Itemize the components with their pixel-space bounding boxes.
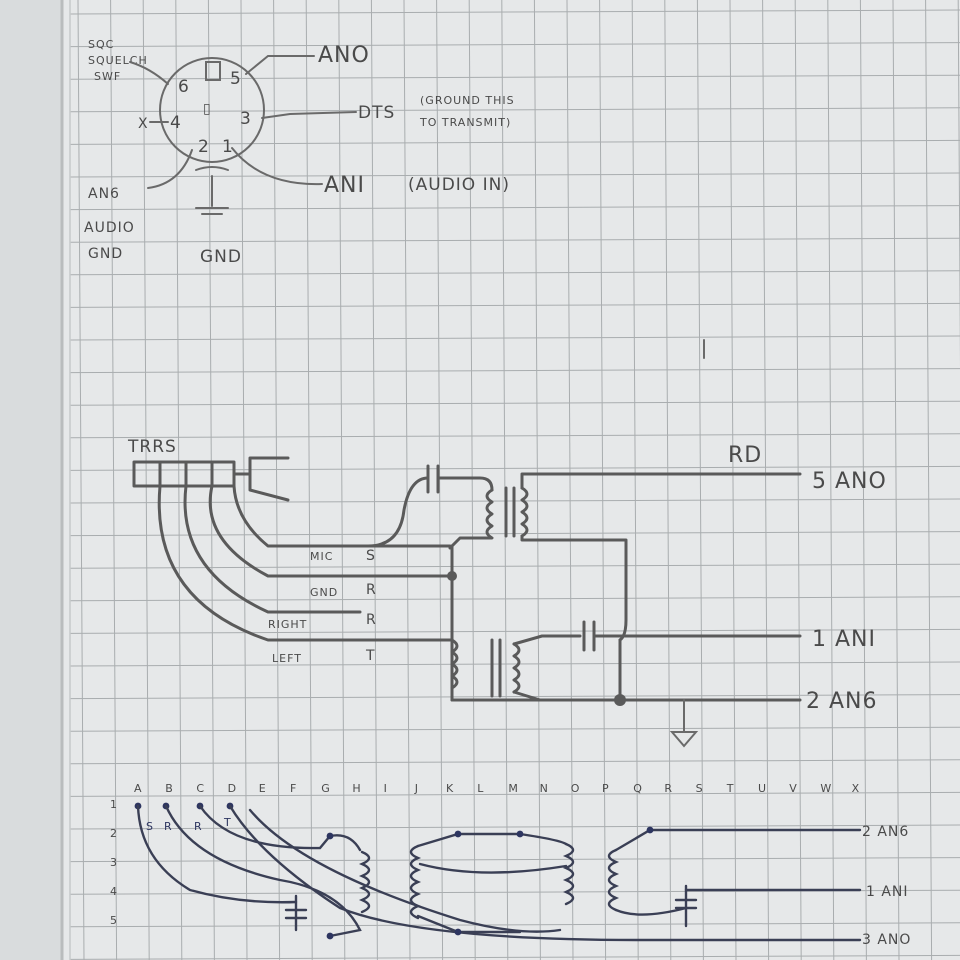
bb-column-o: O (571, 782, 581, 795)
wire-code-left: T (365, 648, 376, 664)
bb-column-n: N (540, 782, 549, 795)
trrs-label: TRRS (127, 437, 177, 457)
bb-column-b: B (165, 782, 174, 795)
wire-label-left: LEFT (272, 652, 302, 665)
bb-column-l: L (477, 782, 484, 795)
squelch-label-1: SQC (88, 38, 114, 51)
bb-plug-code-r1: R (164, 820, 173, 833)
breadboard-row-numbers: 1 2 3 4 5 (110, 798, 118, 927)
bb-plug-code-t: T (223, 816, 232, 829)
bb-column-v: V (789, 782, 798, 795)
ano-pin-label: ANO (318, 43, 370, 68)
wire-label-mic: MIC (310, 550, 333, 563)
bb-column-d: D (228, 782, 237, 795)
dts-pin-label: DTS (358, 103, 395, 123)
pin-2-label: 2 (198, 137, 210, 157)
bb-column-q: Q (633, 782, 643, 795)
bb-column-t: T (726, 782, 735, 795)
bb-column-h: H (352, 782, 361, 795)
bb-output-ano: 3 ANO (862, 932, 911, 948)
bb-column-c: C (196, 782, 205, 795)
wire-code-right: R (366, 612, 377, 628)
connector-pinout: ▯ 6 5 4 3 2 1 SQC SQUELCH SWF X ANO DTS … (84, 38, 515, 267)
breadboard-column-letters: A B C D E F G H I J K L M N O P Q R S T U V W X (134, 782, 861, 795)
an6-label-1: AN6 (88, 186, 120, 202)
wire-code-gnd: R (366, 582, 377, 598)
connector-key-symbol: ▯ (203, 101, 212, 117)
connector-key-notch (205, 61, 221, 81)
gnd-symbol-label: GND (200, 247, 242, 267)
ani-pin-note: (AUDIO IN) (408, 175, 510, 195)
dts-note-line2: TO TRANSMIT) (419, 116, 511, 129)
pin-6-label: 6 (178, 77, 190, 97)
trrs-schematic: TRRS MIC S GND R RIGHT R LEFT T (127, 437, 887, 748)
pin-3-label: 3 (240, 109, 252, 129)
dts-note-line1: (GROUND THIS (420, 94, 515, 107)
bb-output-ani: 1 ANI (866, 884, 909, 900)
bb-row-1: 1 (110, 798, 118, 811)
bb-output-an6: 2 AN6 (862, 824, 909, 840)
an6-label-3: GND (88, 246, 123, 262)
bb-column-k: K (446, 782, 454, 795)
bb-column-e: E (259, 782, 267, 795)
bb-column-r: R (664, 782, 673, 795)
bb-column-s: S (696, 782, 704, 795)
ani-pin-label: ANI (324, 173, 365, 198)
squelch-label-2: SQUELCH (88, 54, 148, 67)
wire-label-right: RIGHT (268, 618, 307, 631)
bb-column-i: I (384, 782, 388, 795)
bb-row-2: 2 (110, 827, 118, 840)
bb-column-u: U (758, 782, 767, 795)
bb-column-j: J (414, 782, 419, 795)
bb-column-x: X (852, 782, 861, 795)
pin-x-label: X (138, 116, 149, 132)
connector-body (159, 57, 265, 163)
pin-4-label: 4 (170, 113, 182, 133)
an6-label-2: AUDIO (84, 220, 135, 236)
squelch-label-3: SWF (94, 70, 121, 83)
pin-1-label: 1 (222, 137, 234, 157)
bb-column-g: G (321, 782, 331, 795)
wire-label-gnd: GND (310, 586, 338, 599)
bb-row-5: 5 (110, 914, 118, 927)
rd-label: RD (728, 443, 762, 468)
bb-row-3: 3 (110, 856, 118, 869)
schematic-output-ani: 1 ANI (812, 627, 876, 652)
bb-column-a: A (134, 782, 143, 795)
bb-plug-code-r2: R (194, 820, 203, 833)
bb-row-4: 4 (110, 885, 118, 898)
bb-column-p: P (602, 782, 610, 795)
bb-plug-code-s: S (146, 820, 154, 833)
bb-column-f: F (290, 782, 297, 795)
pin-5-label: 5 (230, 69, 242, 89)
schematic-output-ano: 5 ANO (812, 469, 887, 494)
bb-column-m: M (508, 782, 519, 795)
wire-code-mic: S (366, 548, 376, 564)
bb-column-w: W (820, 782, 832, 795)
schematic-output-an6: 2 AN6 (806, 689, 878, 714)
